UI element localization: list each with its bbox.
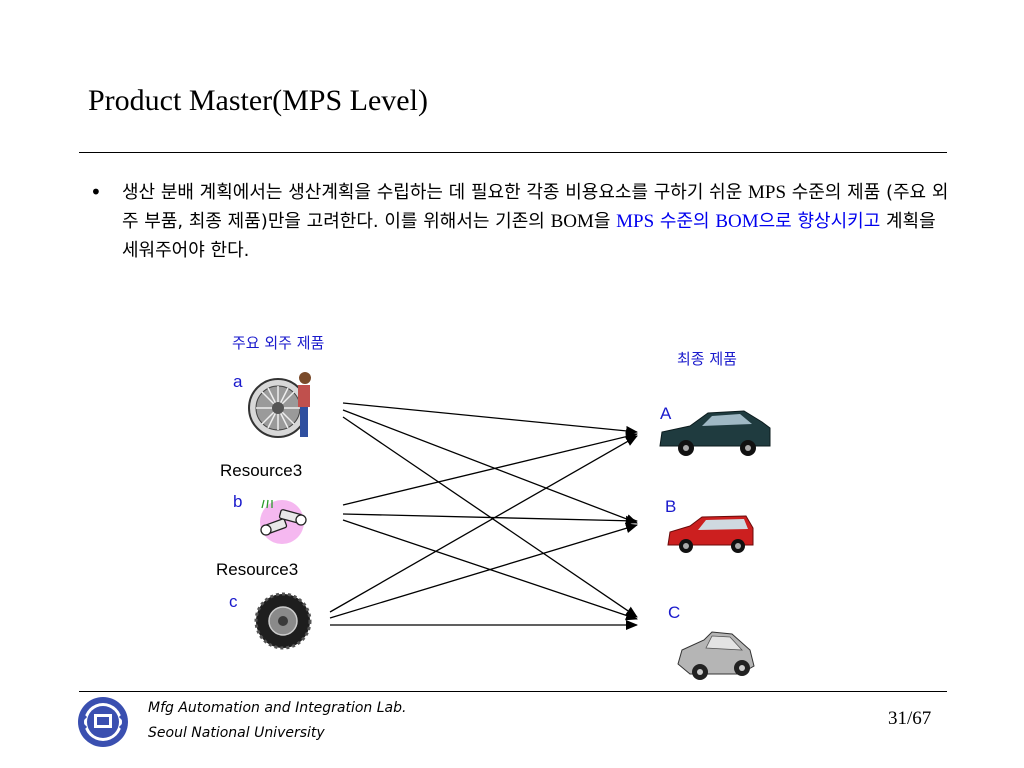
- arrow-b-A: [342, 431, 638, 506]
- title-divider: [79, 152, 947, 153]
- part-label-c: c: [229, 592, 238, 611]
- red-minivan-icon: [667, 515, 754, 553]
- bullet-highlight: 수준의: [654, 211, 716, 232]
- dark-sedan-icon: [659, 410, 771, 456]
- arrow-c-A: [329, 435, 638, 613]
- snu-emblem-icon: [78, 697, 128, 747]
- footer-lab-name: Mfg Automation and Integration Lab.: [148, 700, 407, 716]
- resource-label: Resource3: [220, 461, 303, 480]
- arrow-a-A: [342, 402, 638, 436]
- right-header: 최종 제품: [677, 350, 737, 368]
- bullet-highlight: 으로 향상시키고: [758, 211, 881, 232]
- bullet-text: 생산 분배 계획에서는 생산계획을 수립하는 데 필요한 각종 비용요소를 구하…: [122, 178, 952, 265]
- slide-title: Product Master(MPS Level): [88, 84, 428, 117]
- bullet-text-part: BOM: [550, 211, 594, 232]
- bullet-highlight: MPS: [616, 211, 655, 232]
- bullet-marker: •: [90, 180, 102, 204]
- left-header: 주요 외주 제품: [232, 334, 325, 352]
- bullet-text-part: 을: [593, 211, 617, 232]
- bolts-icon: [260, 499, 307, 544]
- resource-label: Resource3: [216, 560, 299, 579]
- part-label-b: b: [233, 492, 243, 511]
- arrow-b-B: [342, 513, 638, 526]
- bullet-text-part: 수준의 제품 (주요 외주 부품, 최종 제품)만을 고려한다. 이를 위해서는…: [122, 182, 949, 232]
- footer-divider: [79, 691, 947, 692]
- bullet-text-part: 계획을 세워주어야 한다.: [122, 211, 936, 261]
- connection-arrows: [329, 402, 638, 630]
- part-label-a: a: [233, 372, 243, 391]
- product-label-A: A: [660, 404, 672, 423]
- product-label-C: C: [668, 603, 681, 622]
- turbine-engine-icon: [248, 372, 311, 438]
- bullet-text-part: MPS: [747, 182, 787, 203]
- silver-sedan-icon: [677, 631, 755, 680]
- product-label-B: B: [665, 497, 677, 516]
- tire-icon: [254, 592, 312, 650]
- arrow-a-B: [342, 409, 638, 524]
- bullet-highlight: BOM: [715, 211, 759, 232]
- arrow-c-B: [329, 523, 638, 619]
- footer-university: Seoul National University: [148, 725, 325, 741]
- bullet-text-part: 생산 분배 계획에서는 생산계획을 수립하는 데 필요한 각종 비용요소를 구하…: [122, 182, 748, 203]
- page-number: 31/67: [888, 708, 932, 729]
